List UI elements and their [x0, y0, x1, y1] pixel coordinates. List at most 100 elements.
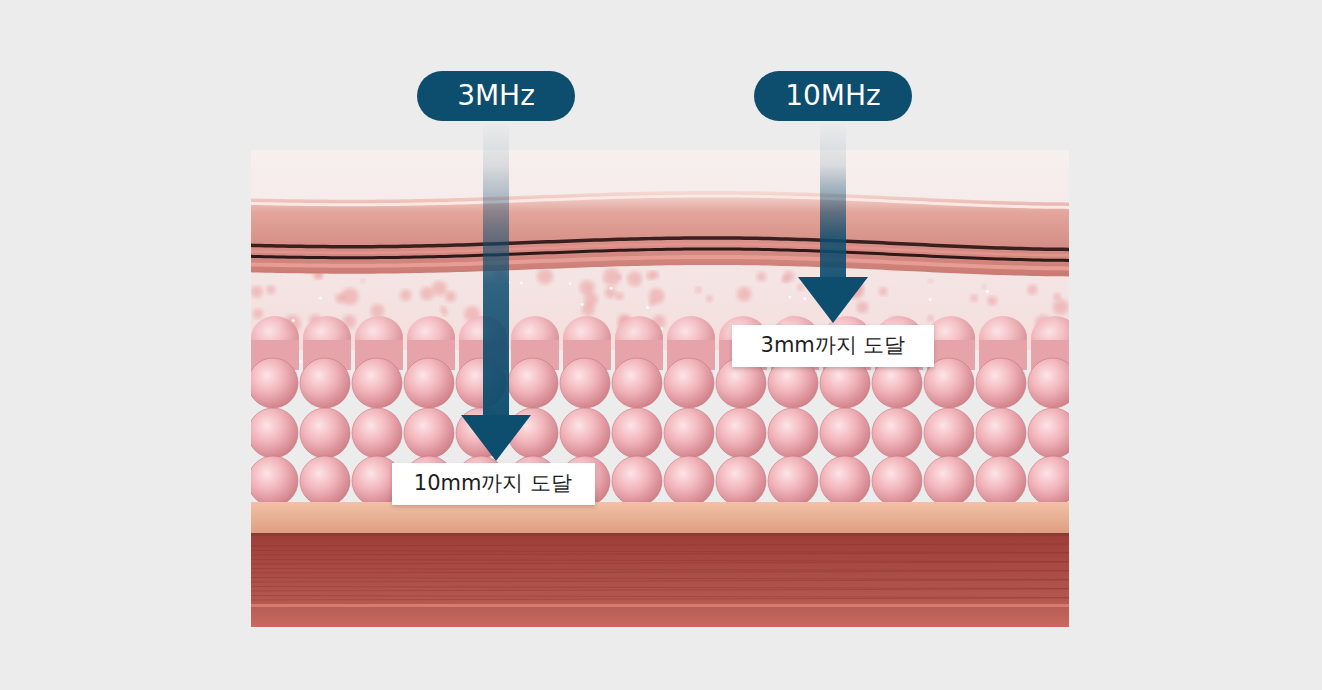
particle: [928, 279, 933, 284]
muscle-fiber: [251, 596, 1069, 598]
muscle-fiber: [251, 598, 1069, 600]
muscle-fiber: [251, 569, 1069, 571]
fat-cell: [508, 408, 558, 458]
fat-cell: [456, 408, 506, 458]
particle: [616, 292, 624, 300]
fat-cell: [716, 408, 766, 458]
particle: [251, 286, 263, 298]
spark: [520, 282, 523, 285]
particle: [879, 287, 888, 296]
muscle-fiber: [251, 587, 1069, 589]
spark: [929, 298, 932, 301]
fat-cell: [1028, 358, 1069, 408]
particle: [266, 285, 275, 294]
particle: [987, 296, 997, 306]
fat-cell: [352, 408, 402, 458]
fat-cell: [560, 408, 610, 458]
fat-cell: [1028, 408, 1069, 458]
particle: [335, 293, 345, 303]
layer-edge: [251, 604, 1069, 607]
depth-text: 10mm까지 도달: [414, 471, 572, 496]
fat-cell: [768, 408, 818, 458]
fat-cell: [664, 408, 714, 458]
fat-cell: [924, 408, 974, 458]
spark: [319, 296, 322, 299]
spark: [803, 297, 806, 300]
fat-cell: [612, 358, 662, 408]
particle: [627, 271, 642, 286]
muscle-fiber: [251, 578, 1069, 580]
fat-cell: [560, 358, 610, 408]
frequency-pill: 3MHz: [417, 71, 575, 121]
particle: [971, 294, 978, 301]
particle: [737, 287, 752, 302]
fat-cell: [300, 456, 350, 506]
fat-cell: [251, 456, 298, 506]
particle: [400, 289, 412, 301]
particle: [649, 288, 665, 304]
fat-cell: [768, 456, 818, 506]
particle: [797, 284, 803, 290]
muscle-fiber: [251, 589, 1069, 591]
muscle-fiber: [251, 580, 1069, 582]
particle: [420, 287, 434, 301]
fat-cell: [612, 408, 662, 458]
muscle-fiber: [251, 562, 1069, 564]
fat-cell: [716, 456, 766, 506]
muscle-layer: [251, 536, 1069, 627]
muscle-fiber: [251, 551, 1069, 553]
spark: [299, 360, 302, 363]
muscle-fiber: [251, 571, 1069, 573]
fat-cell: [300, 358, 350, 408]
frequency-pill: 10MHz: [754, 71, 912, 121]
fat-cell: [820, 408, 870, 458]
depth-label: 10mm까지 도달: [392, 463, 595, 505]
particle: [834, 303, 842, 311]
fat-cell: [820, 456, 870, 506]
spark: [569, 282, 572, 285]
frequency-text: 10MHz: [785, 79, 881, 113]
fat-cell: [251, 358, 298, 408]
particle: [856, 301, 868, 313]
skin-layer: [251, 191, 1069, 276]
penetration-arrow: [483, 121, 509, 415]
fat-cell: [976, 408, 1026, 458]
fat-cell: [404, 408, 454, 458]
spark: [788, 295, 791, 298]
spark: [986, 290, 989, 293]
particle: [1054, 293, 1061, 300]
fat-cell: [664, 456, 714, 506]
fat-cell: [508, 358, 558, 408]
layer-edge: [251, 533, 1069, 536]
particle: [847, 282, 864, 299]
particle: [537, 268, 553, 284]
muscle-fiber: [251, 560, 1069, 562]
particle: [432, 281, 447, 296]
particle: [1027, 285, 1037, 295]
muscle-fiber: [251, 605, 1069, 607]
spark: [581, 303, 584, 306]
particle: [781, 276, 788, 283]
spark: [610, 287, 613, 290]
fat-cell: [251, 408, 298, 458]
particle: [253, 308, 263, 318]
particle: [695, 287, 701, 293]
particle: [603, 268, 621, 286]
fat-cell: [872, 408, 922, 458]
frequency-text: 3MHz: [457, 79, 535, 113]
spark: [646, 306, 649, 309]
fat-cell: [612, 456, 662, 506]
spark: [292, 319, 295, 322]
particle: [361, 279, 365, 283]
particle: [442, 310, 448, 316]
particle: [445, 291, 456, 302]
fat-cell: [924, 456, 974, 506]
fat-cell: [976, 358, 1026, 408]
fat-cell: [1028, 456, 1069, 506]
particle: [757, 272, 767, 282]
fat-cell: [872, 456, 922, 506]
fat-cell: [352, 358, 402, 408]
penetration-arrow: [820, 121, 846, 277]
